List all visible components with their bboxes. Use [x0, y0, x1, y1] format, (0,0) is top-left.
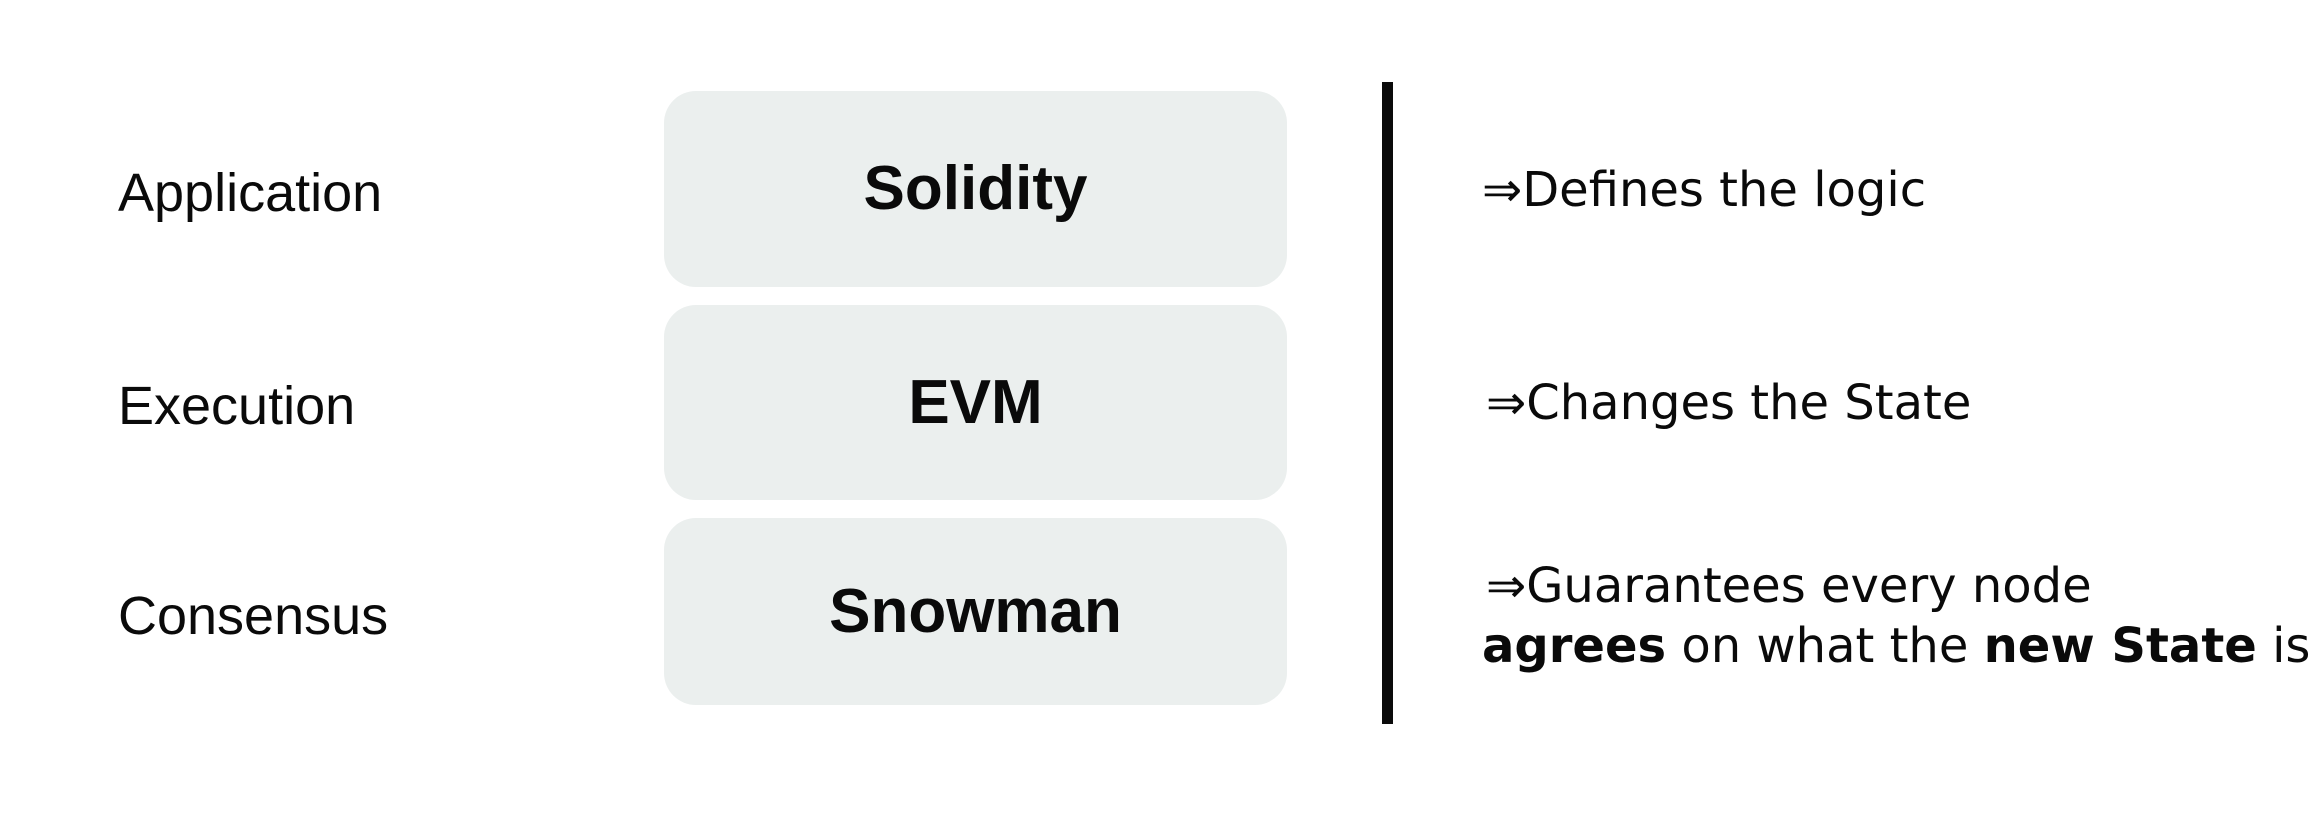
layer-label-execution: Execution [118, 376, 356, 436]
description-text-end: is [2256, 618, 2311, 674]
component-name-solidity: Solidity [863, 154, 1088, 223]
component-box-evm: EVM [664, 305, 1287, 500]
component-box-solidity: Solidity [664, 91, 1287, 287]
description-application: ⇒Defines the logic [1482, 162, 1927, 218]
description-text-middle: on what the [1666, 618, 1984, 674]
emphasis-agrees: agrees [1482, 618, 1667, 674]
component-name-evm: EVM [908, 367, 1043, 437]
description-execution: ⇒Changes the State [1486, 375, 1972, 431]
component-box-snowman: Snowman [664, 518, 1287, 705]
emphasis-new-state: new State [1983, 618, 2257, 674]
description-consensus-line2: agrees on what the new State is [1482, 622, 2310, 670]
description-consensus-line1: ⇒Guarantees every node [1486, 558, 2092, 614]
component-name-snowman: Snowman [829, 576, 1122, 646]
vertical-divider [1382, 82, 1393, 724]
layer-label-application: Application [118, 163, 383, 223]
layer-label-consensus: Consensus [118, 586, 389, 646]
